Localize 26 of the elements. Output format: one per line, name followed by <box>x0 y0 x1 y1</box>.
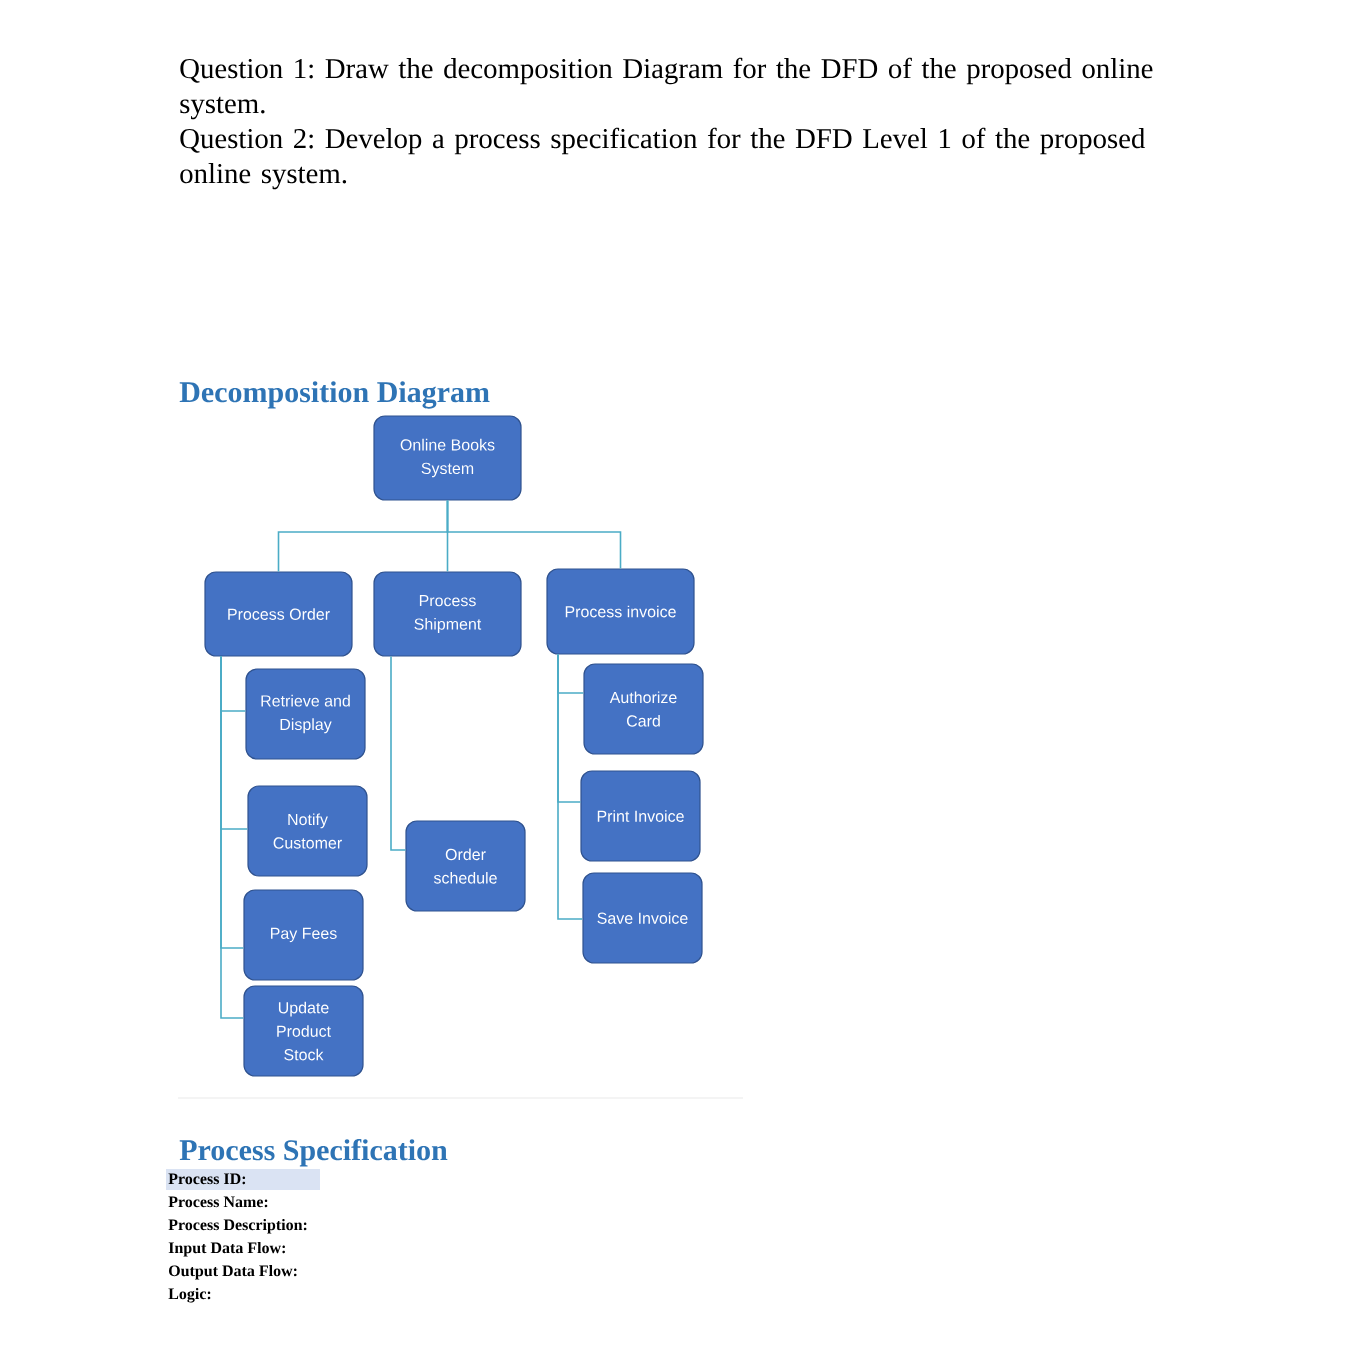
process-box: Update Product Stock <box>243 985 364 1077</box>
process-box: Process invoice <box>546 568 695 655</box>
section-heading: Decomposition Diagram <box>179 381 490 409</box>
process-box: Process Shipment <box>373 571 522 657</box>
connector-line <box>446 499 622 570</box>
connector-line <box>390 655 407 851</box>
process-box: Save Invoice <box>582 872 703 964</box>
section-heading: Process Specification <box>179 1138 448 1167</box>
field-label: Logic: <box>168 1287 211 1303</box>
connector-line <box>557 653 584 920</box>
process-box: Pay Fees <box>243 889 364 981</box>
question-text: Question 2: Develop a process specification for the DFD Level 1 of the proposed online system. <box>180 127 1146 190</box>
process-box: Retrieve and Display <box>245 668 366 760</box>
field-label: Process Description: <box>168 1218 307 1234</box>
connector-line <box>220 655 245 1019</box>
process-box: Print Invoice <box>580 770 701 862</box>
field-label: Output Data Flow: <box>169 1264 297 1280</box>
process-box: Process Order <box>204 571 353 657</box>
question-text: Question 1: Draw the decomposition Diagram for the DFD of the proposed online system. <box>180 57 1153 120</box>
field-label: Process Name: <box>168 1196 268 1208</box>
process-box: Notify Customer <box>247 785 368 877</box>
process-box: Authorize Card <box>583 663 704 755</box>
highlighted-label: Process ID: <box>166 1169 320 1190</box>
field-label: Input Data Flow: <box>168 1241 285 1257</box>
process-box: Order schedule <box>405 820 526 912</box>
process-box: Online Books System <box>373 415 522 501</box>
